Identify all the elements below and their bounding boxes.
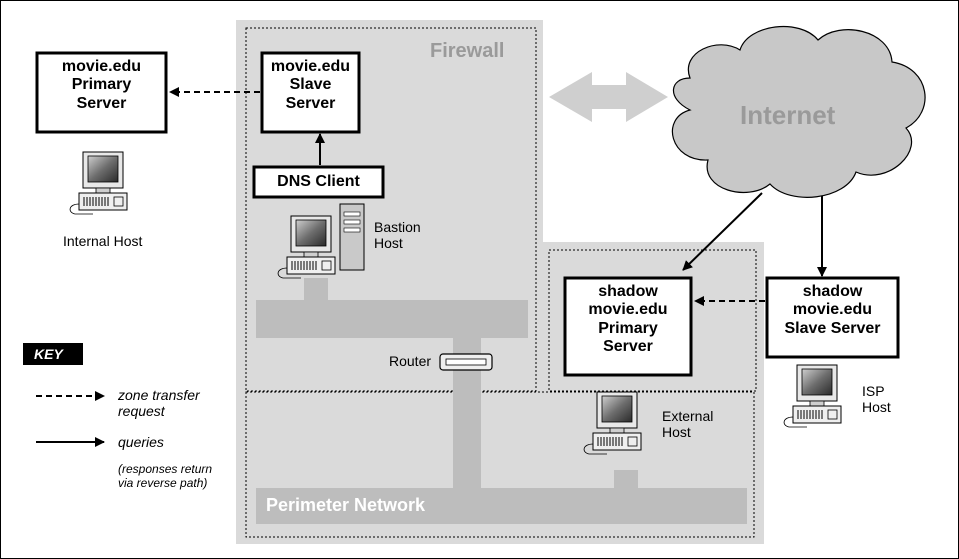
- shadow-slave-line-2: movie.edu: [792, 301, 873, 319]
- shadow-primary-line-4: Server: [603, 338, 653, 356]
- external-dotted-border: [548, 249, 757, 392]
- firewall-title: Firewall: [430, 40, 505, 62]
- legend-zone-transfer-label: zone transfer request: [118, 387, 200, 419]
- legend-note: (responses return via reverse path): [118, 462, 213, 491]
- shadow-primary-line-1: shadow: [598, 283, 658, 300]
- firewall-dotted-border: [245, 27, 537, 392]
- perimeter-network-bar: [256, 488, 747, 524]
- legend-note-line-1: (responses return: [118, 462, 213, 476]
- primary-server-box: [35, 51, 168, 134]
- shadow-primary-box: [563, 276, 693, 377]
- key-title: KEY: [34, 346, 63, 362]
- internal-host-label: Internal Host: [63, 233, 143, 249]
- perimeter-dotted-border: [245, 391, 755, 538]
- isp-host-label: ISP Host: [862, 383, 891, 415]
- bastion-link: [304, 278, 328, 300]
- legend-zone-transfer-line-2: request: [118, 403, 165, 420]
- shadow-slave-box: [765, 276, 900, 359]
- slave-server-label: movie.edu Slave Server: [262, 58, 359, 113]
- slave-server-line-3: Server: [285, 94, 336, 112]
- bastion-host-label: Bastion Host: [374, 219, 421, 251]
- legend-zone-transfer-line-1: zone transfer: [118, 387, 200, 403]
- legend-queries-label: queries: [118, 434, 164, 450]
- bastion-host-line-2: Host: [374, 235, 403, 252]
- bastion-tower: [339, 203, 365, 271]
- slave-server-line-1: movie.edu: [270, 58, 351, 75]
- firewall-internet-arrow: [549, 72, 668, 122]
- router-label: Router: [389, 353, 432, 369]
- shadow-primary-label: shadow movie.edu Primary Server: [565, 283, 691, 357]
- query-arrow-internet-primary: [682, 192, 763, 271]
- internet-cloud: [671, 26, 926, 198]
- bastion-host-line-1: Bastion: [374, 219, 421, 235]
- dns-client-label: DNS Client: [277, 173, 360, 190]
- isp-host-line-2: Host: [862, 399, 891, 416]
- slave-server-line-2: Slave: [289, 76, 332, 94]
- shadow-primary-line-2: movie.edu: [588, 301, 668, 319]
- external-host-label: External Host: [662, 408, 713, 440]
- external-host-line-2: Host: [662, 424, 691, 441]
- internet-label: Internet: [740, 100, 836, 130]
- dns-client-box: [252, 165, 385, 199]
- shadow-slave-line-3: Slave Server: [784, 319, 881, 337]
- external-host-link: [614, 470, 638, 488]
- router-icon: [439, 353, 493, 371]
- internal-network-bar: [256, 300, 528, 338]
- legend-note-line-2: via reverse path): [118, 475, 208, 490]
- primary-server-line-1: movie.edu: [61, 58, 142, 75]
- shadow-slave-label: shadow movie.edu Slave Server: [767, 283, 898, 338]
- slave-server-box: [260, 51, 361, 134]
- shadow-slave-line-1: shadow: [802, 283, 863, 300]
- primary-server-line-2: Primary: [71, 76, 132, 94]
- primary-server-label: movie.edu Primary Server: [37, 58, 166, 113]
- external-host-line-1: External: [662, 408, 714, 424]
- isp-host-line-1: ISP: [862, 383, 885, 399]
- primary-server-line-3: Server: [76, 94, 127, 112]
- perimeter-network-label: Perimeter Network: [266, 495, 426, 515]
- shadow-primary-line-3: Primary: [598, 319, 658, 337]
- key-badge: [23, 343, 83, 365]
